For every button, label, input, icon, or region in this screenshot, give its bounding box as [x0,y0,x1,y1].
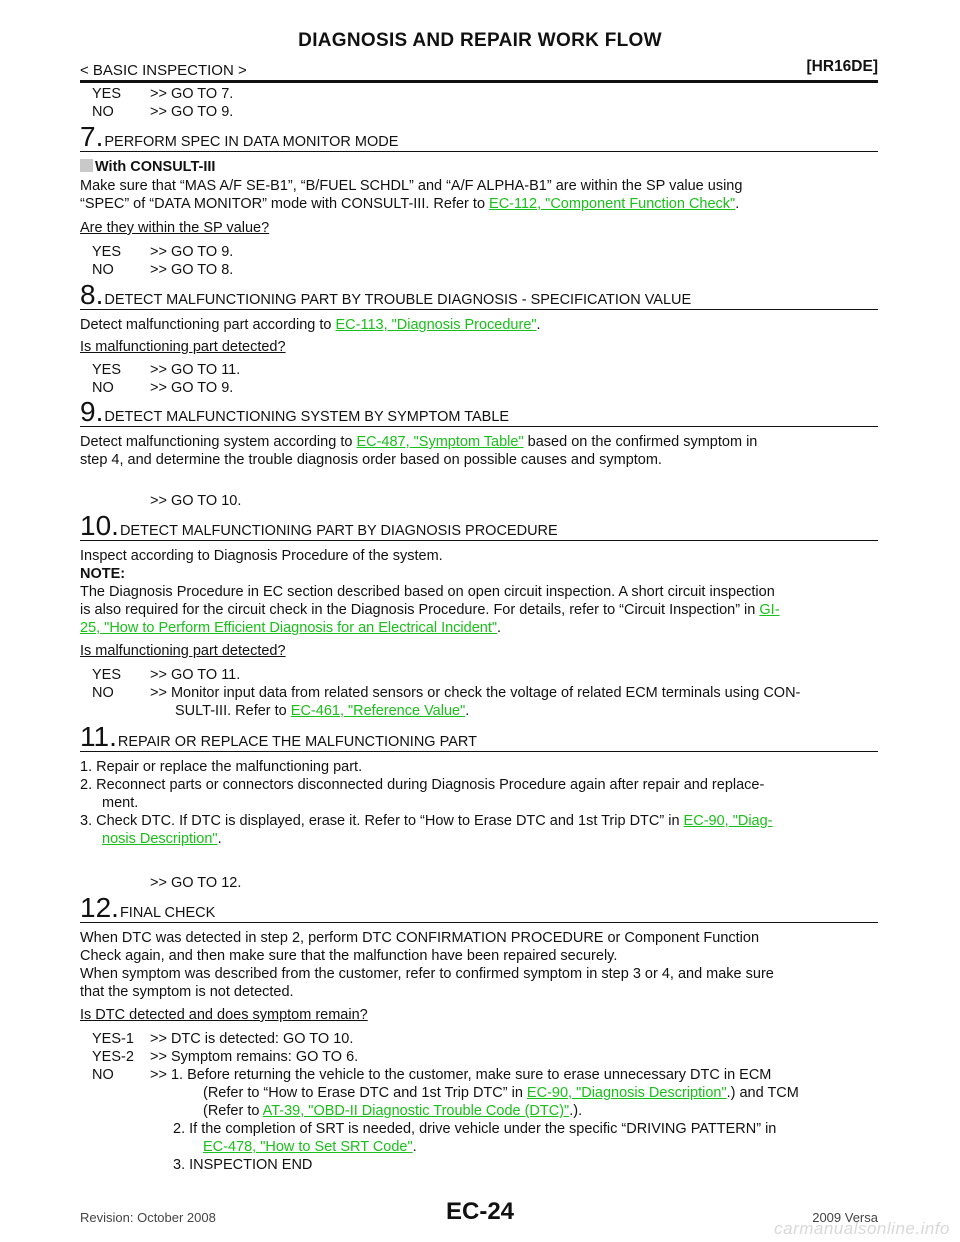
step-7-rule [80,151,878,152]
link-gi-25-a[interactable]: GI- [759,602,780,618]
step-7-yes: YES>> GO TO 9. [92,244,234,260]
link-ec-113[interactable]: EC-113, "Diagnosis Procedure" [335,317,537,333]
step-9-rule [80,426,878,427]
step-9-body-2: step 4, and determine the trouble diagno… [80,452,662,468]
step-11-item-2: 2. Reconnect parts or connectors disconn… [80,777,765,793]
step-12-no-line-3: (Refer to AT-39, "OBD-II Diagnostic Trou… [203,1103,583,1119]
footer-page-number: EC-24 [445,1198,515,1225]
step-11-item-2-cont: ment. [102,795,139,811]
answer-no: NO>> GO TO 9. [92,104,234,120]
link-ec-478[interactable]: EC-478, "How to Set SRT Code" [203,1139,413,1155]
link-ec-112[interactable]: EC-112, "Component Function Check" [489,196,736,212]
note-line-2: is also required for the circuit check i… [80,602,780,618]
consult-tool-label: With CONSULT-III [80,158,878,176]
step-12-yes-1: YES-1>> DTC is detected: GO TO 10. [92,1031,354,1047]
step-12-rule [80,922,878,923]
step-12-no-item-2-link: EC-478, "How to Set SRT Code". [203,1139,417,1155]
link-at-39[interactable]: AT-39, "OBD-II Diagnostic Trouble Code (… [262,1103,570,1119]
step-12-p1-b: Check again, and then make sure that the… [80,948,618,964]
link-ec-90-diag[interactable]: EC-90, "Diagnosis Description" [526,1085,727,1101]
step-12-p2-b: that the symptom is not detected. [80,984,294,1000]
step-10-rule [80,540,878,541]
note-line-3: 25, "How to Perform Efficient Diagnosis … [80,620,502,636]
footer-model: 2009 Versa [812,1210,878,1225]
step-8-body: Detect malfunctioning part according to … [80,317,541,333]
step-12-question: Is DTC detected and does symptom remain? [80,1007,368,1023]
step-8-rule [80,309,878,310]
step-11-item-3: 3. Check DTC. If DTC is displayed, erase… [80,813,773,829]
step-7-body-1: Make sure that “MAS A/F SE-B1”, “B/FUEL … [80,178,743,194]
link-ec-461[interactable]: EC-461, "Reference Value" [290,703,466,719]
header-rule [80,80,878,83]
step-11-item-3-cont: nosis Description". [102,831,222,847]
step-10-heading: 10.DETECT MALFUNCTIONING PART BY DIAGNOS… [80,510,558,541]
link-ec-90-b[interactable]: nosis Description" [102,831,218,847]
step-10-no-cont: SULT-III. Refer to EC-461, "Reference Va… [175,703,470,719]
step-11-item-1: 1. Repair or replace the malfunctioning … [80,759,363,775]
step-9-goto: >> GO TO 10. [150,493,242,509]
step-8-heading: 8.DETECT MALFUNCTIONING PART BY TROUBLE … [80,279,692,310]
step-12-no-line-2: (Refer to “How to Erase DTC and 1st Trip… [203,1085,799,1101]
step-12-heading: 12.FINAL CHECK [80,892,216,923]
step-10-yes: YES>> GO TO 11. [92,667,241,683]
step-12-p2-a: When symptom was described from the cust… [80,966,774,982]
consult-icon [80,159,93,172]
step-9-heading: 9.DETECT MALFUNCTIONING SYSTEM BY SYMPTO… [80,396,510,427]
footer-revision: Revision: October 2008 [80,1210,216,1225]
step-8-question: Is malfunctioning part detected? [80,339,286,355]
watermark: carmanualsonline.info [774,1219,950,1238]
page-title: DIAGNOSIS AND REPAIR WORK FLOW [298,30,662,51]
step-10-body: Inspect according to Diagnosis Procedure… [80,548,443,564]
section-label: < BASIC INSPECTION > [80,62,247,79]
step-12-no: NO>> 1. Before returning the vehicle to … [92,1067,772,1083]
link-gi-25-b[interactable]: 25, "How to Perform Efficient Diagnosis … [80,620,498,636]
link-ec-90-a[interactable]: EC-90, "Diag- [683,813,773,829]
step-7-body-2: “SPEC” of “DATA MONITOR” mode with CONSU… [80,196,740,212]
step-11-goto: >> GO TO 12. [150,875,242,891]
step-7-heading: 7.PERFORM SPEC IN DATA MONITOR MODE [80,121,399,152]
link-ec-487[interactable]: EC-487, "Symptom Table" [356,434,524,450]
step-11-heading: 11.REPAIR OR REPLACE THE MALFUNCTIONING … [80,721,477,752]
note-line-1: The Diagnosis Procedure in EC section de… [80,584,775,600]
step-8-yes: YES>> GO TO 11. [92,362,241,378]
step-10-no: NO>> Monitor input data from related sen… [92,685,801,701]
step-7-question: Are they within the SP value? [80,220,270,236]
step-7-no: NO>> GO TO 8. [92,262,234,278]
step-12-no-item-2: 2. If the completion of SRT is needed, d… [173,1121,777,1137]
step-12-yes-2: YES-2>> Symptom remains: GO TO 6. [92,1049,359,1065]
step-12-p1-a: When DTC was detected in step 2, perform… [80,930,760,946]
step-9-body-1: Detect malfunctioning system according t… [80,434,758,450]
engine-label: [HR16DE] [806,58,878,75]
step-10-question: Is malfunctioning part detected? [80,643,286,659]
step-12-no-item-3: 3. INSPECTION END [173,1157,313,1173]
answer-yes: YES>> GO TO 7. [92,86,234,102]
note-label: NOTE: [80,566,126,582]
step-11-rule [80,751,878,752]
step-8-no: NO>> GO TO 9. [92,380,234,396]
